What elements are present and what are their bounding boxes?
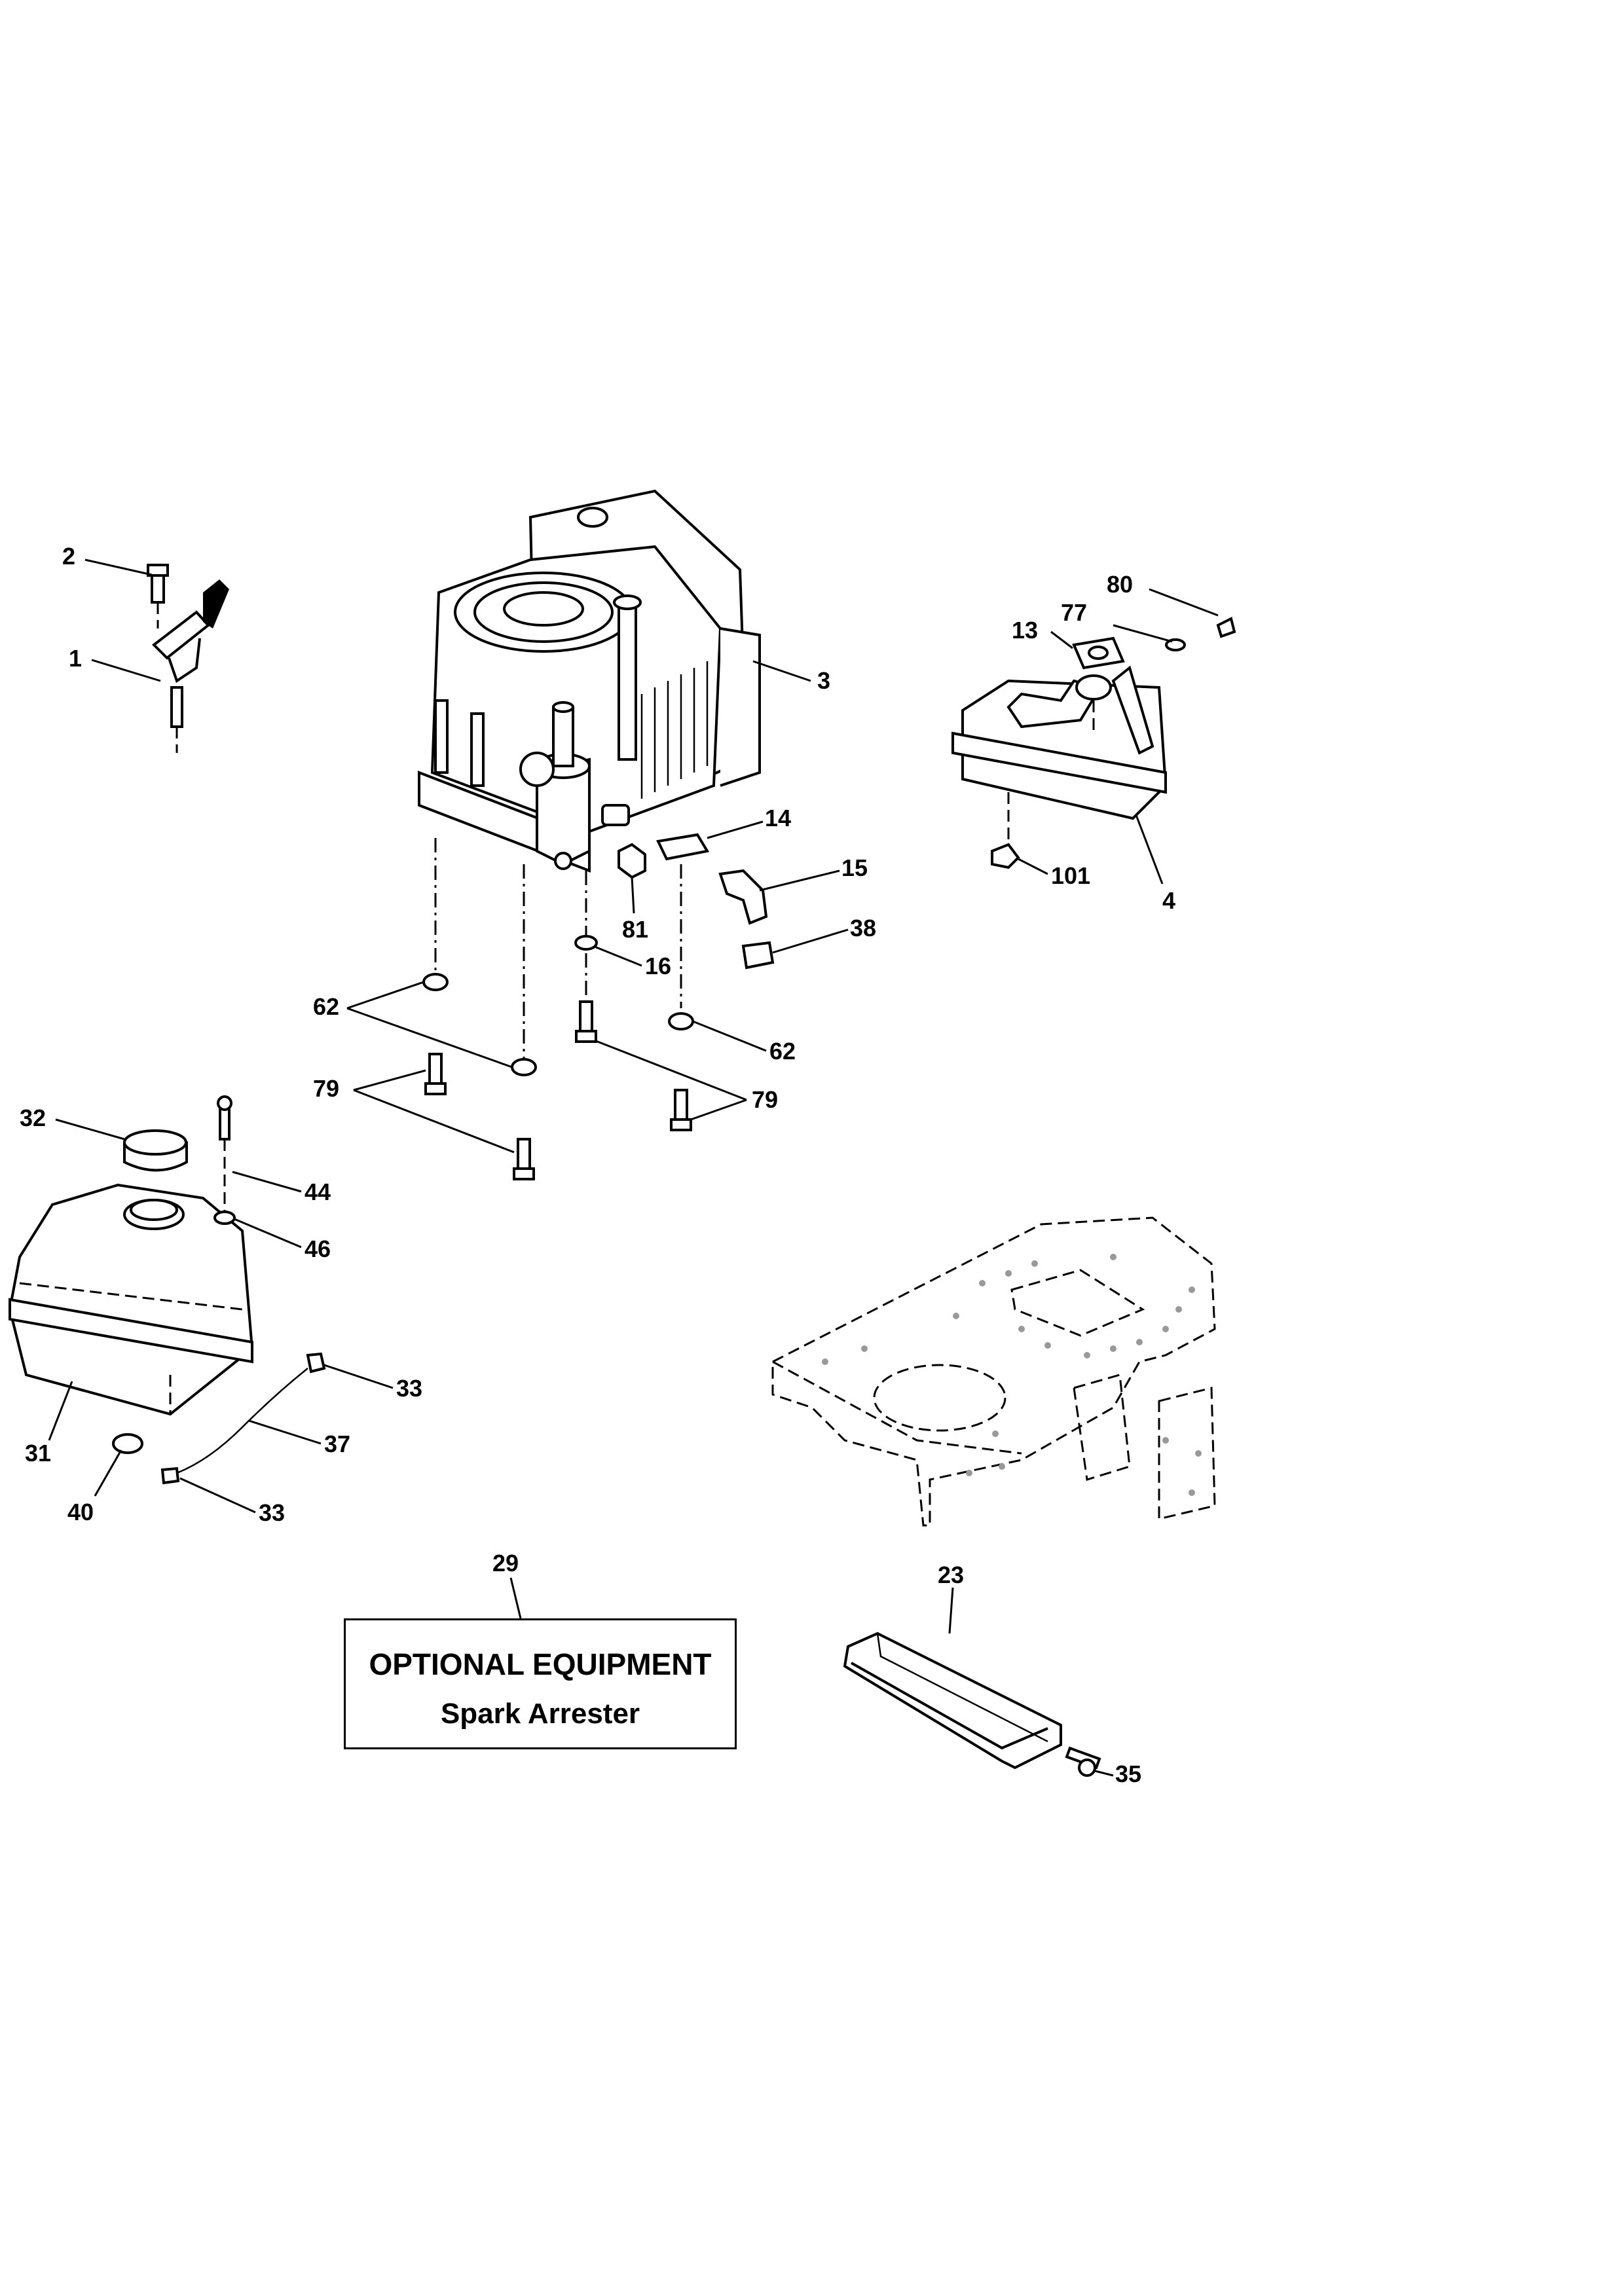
leader-81 <box>631 877 635 914</box>
leader-15 <box>759 869 840 892</box>
leader-79b-2 <box>690 1099 747 1121</box>
leader-77 <box>1113 624 1173 643</box>
leader-29 <box>509 1577 522 1619</box>
mounting-bolts <box>424 1000 692 1180</box>
callout-23: 23 <box>938 1561 964 1588</box>
leader-62a-1 <box>346 981 424 1010</box>
throttle-control-drawing <box>147 564 229 753</box>
leader-33b <box>179 1477 256 1514</box>
callout-40: 40 <box>67 1499 94 1525</box>
callout-1: 1 <box>69 645 82 672</box>
leader-3 <box>752 660 811 682</box>
callout-101: 101 <box>1051 862 1090 889</box>
callout-35: 35 <box>1115 1760 1141 1787</box>
leader-38 <box>772 928 849 954</box>
leader-33a <box>323 1364 394 1389</box>
callout-32: 32 <box>20 1104 46 1131</box>
callout-62-right: 62 <box>769 1038 796 1065</box>
spark-arrester-label: Spark Arrester <box>440 1698 640 1730</box>
leader-101 <box>1018 858 1048 875</box>
leader-13 <box>1050 630 1073 649</box>
callout-14: 14 <box>765 805 791 831</box>
leader-4 <box>1135 814 1164 884</box>
optional-equipment-title: OPTIONAL EQUIPMENT <box>369 1647 712 1681</box>
callout-81: 81 <box>622 916 648 943</box>
leader-14 <box>707 820 764 839</box>
leader-44 <box>232 1171 302 1193</box>
leader-80 <box>1149 588 1219 617</box>
callout-46: 46 <box>304 1235 331 1262</box>
washer-16 <box>574 935 598 951</box>
callout-38: 38 <box>850 915 876 941</box>
optional-equipment-box: OPTIONAL EQUIPMENT Spark Arrester <box>344 1618 737 1749</box>
leader-35 <box>1094 1770 1114 1777</box>
callout-33-bottom: 33 <box>259 1499 285 1526</box>
leader-79b-1 <box>595 1040 747 1101</box>
callout-62-left: 62 <box>313 993 339 1020</box>
callout-2: 2 <box>62 543 75 570</box>
spark-arrester-drawing <box>843 1631 1101 1777</box>
callout-79-right: 79 <box>752 1086 778 1113</box>
leader-32 <box>55 1118 125 1140</box>
callout-15: 15 <box>841 854 868 881</box>
leader-79a-2 <box>353 1089 515 1154</box>
engine-drawing <box>418 489 761 873</box>
muffler-drawing <box>951 617 1236 869</box>
callout-77: 77 <box>1061 599 1087 626</box>
fuel-tank-drawing <box>8 1095 326 1485</box>
washer-62-left <box>422 973 449 991</box>
leader-16 <box>594 945 642 967</box>
callout-79-left: 79 <box>313 1075 339 1102</box>
leader-1 <box>91 659 161 682</box>
cooling-fins <box>640 661 709 799</box>
leader-62b <box>692 1020 767 1052</box>
leader-31 <box>48 1381 73 1441</box>
leader-62a-2 <box>346 1007 513 1068</box>
callout-31: 31 <box>25 1440 51 1467</box>
callout-37: 37 <box>324 1430 350 1457</box>
callout-13: 13 <box>1012 617 1038 644</box>
leader-2 <box>84 558 153 576</box>
leader-46 <box>234 1218 302 1248</box>
callout-3: 3 <box>817 667 830 694</box>
callout-4: 4 <box>1162 887 1175 914</box>
leader-23 <box>948 1587 954 1634</box>
fuel-fitting-parts <box>618 833 775 970</box>
frame-drawing <box>771 1216 1216 1527</box>
callout-33-top: 33 <box>396 1375 422 1402</box>
washer-62-left-2 <box>511 1058 537 1076</box>
callout-29: 29 <box>492 1550 519 1576</box>
leader-79a-1 <box>353 1069 426 1091</box>
callout-16: 16 <box>645 953 671 979</box>
leader-37 <box>248 1419 322 1445</box>
leader-40 <box>94 1449 122 1497</box>
callout-80: 80 <box>1107 571 1133 598</box>
washer-62-right <box>668 1012 694 1030</box>
callout-44: 44 <box>304 1178 331 1205</box>
